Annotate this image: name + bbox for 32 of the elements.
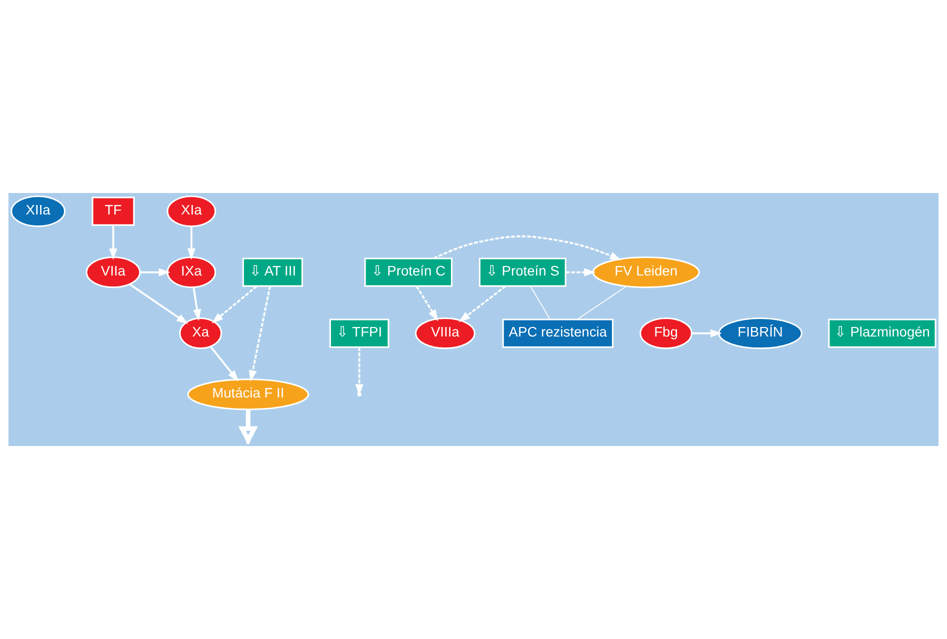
arrow bbox=[129, 283, 188, 324]
arrow bbox=[566, 268, 596, 276]
node-box: ⇩ Proteín S bbox=[478, 258, 566, 287]
arrow bbox=[192, 287, 202, 321]
connector bbox=[576, 286, 627, 320]
connector bbox=[530, 286, 551, 320]
node-ellipse: FV Leiden bbox=[592, 256, 700, 288]
arrow bbox=[458, 285, 506, 322]
node-ellipse: FIBRÍN bbox=[718, 318, 802, 350]
node-ellipse: IXa bbox=[166, 256, 216, 288]
arrow bbox=[187, 226, 196, 260]
node-ellipse: Fbg bbox=[640, 318, 692, 350]
node-ellipse: VIIa bbox=[86, 256, 141, 288]
node-box: ⇩ TFPI bbox=[329, 318, 390, 348]
node-box: ⇩ Proteín C bbox=[364, 258, 452, 287]
arrow bbox=[434, 235, 622, 260]
node-box: TF bbox=[92, 196, 135, 226]
node-ellipse: XIa bbox=[166, 195, 216, 228]
node-box: ⇩ Plazminogén bbox=[828, 318, 936, 348]
arrow bbox=[692, 329, 722, 338]
node-ellipse: XIIa bbox=[10, 195, 66, 228]
node-ellipse: Xa bbox=[179, 318, 222, 350]
arrow bbox=[140, 268, 170, 276]
arrow bbox=[212, 286, 258, 324]
arrow bbox=[109, 225, 118, 260]
arrow bbox=[416, 286, 438, 322]
node-box: ⇩ AT III bbox=[242, 258, 303, 287]
node-box: APC rezistencia bbox=[502, 318, 614, 348]
node-ellipse: VIIIa bbox=[415, 318, 476, 350]
arrow bbox=[248, 286, 271, 382]
arrow bbox=[210, 346, 239, 382]
node-ellipse: Mutácia F II bbox=[187, 378, 310, 410]
